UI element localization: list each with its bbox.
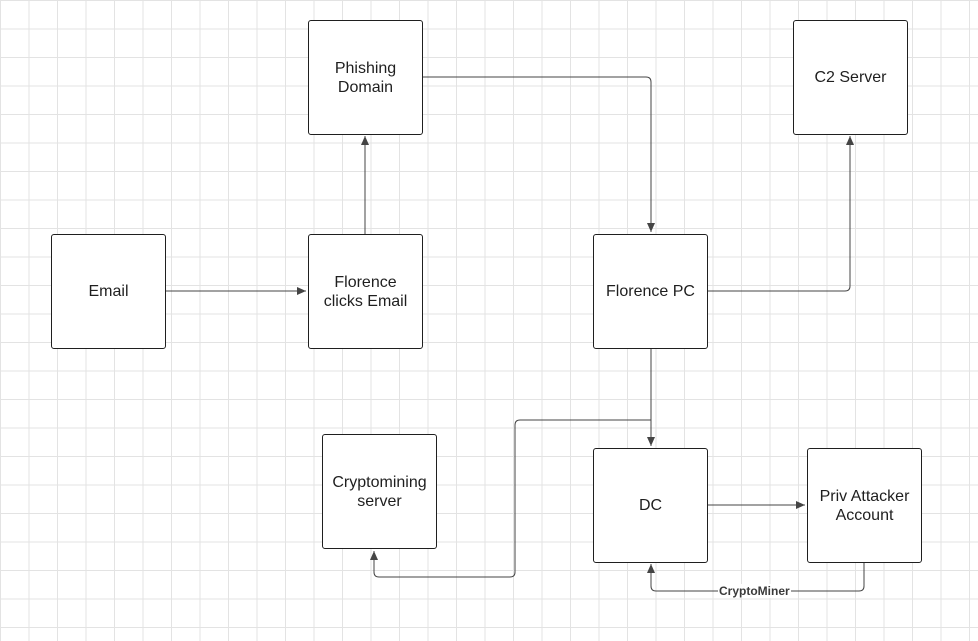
node-florence-pc[interactable]: Florence PC [593,234,708,349]
node-phishing-domain[interactable]: Phishing Domain [308,20,423,135]
edge-phishing-domain-to-florence-pc [423,76,655,232]
node-dc[interactable]: DC [593,448,708,563]
edge-florence-pc-to-c2-server [708,136,854,292]
node-florence-clicks-email[interactable]: Florence clicks Email [308,234,423,349]
node-email[interactable]: Email [51,234,166,349]
edge-dc-to-cryptomining-server [370,419,651,578]
node-c2-server[interactable]: C2 Server [793,20,908,135]
node-cryptomining-server[interactable]: Cryptomining server [322,434,437,549]
node-priv-attacker-account[interactable]: Priv Attacker Account [807,448,922,563]
edge-label-cryptominer: CryptoMiner [718,584,791,598]
